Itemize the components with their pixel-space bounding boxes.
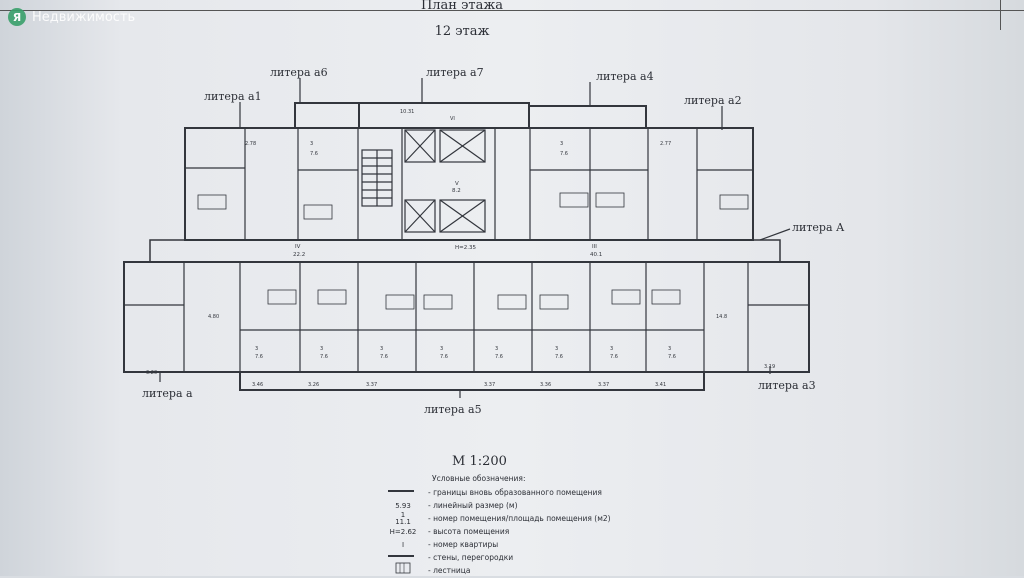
legend-row: - стены, перегородки [428,553,514,563]
svg-text:7.6: 7.6 [320,354,328,360]
svg-text:7.6: 7.6 [310,151,318,157]
floor-label: 12 этаж [434,24,490,39]
svg-text:3: 3 [495,346,498,352]
litera-a-label: литера а [142,387,193,400]
legend-row: I- номер квартиры [401,540,499,550]
legend-row: - лестница [428,566,471,576]
svg-text:7.6: 7.6 [555,354,563,360]
svg-text:3: 3 [255,346,258,352]
svg-text:7.6: 7.6 [495,354,503,360]
svg-text:V: V [455,181,459,187]
svg-text:III: III [592,244,597,250]
svg-text:7.6: 7.6 [668,354,676,360]
svg-text:3: 3 [380,346,383,352]
litera-a1-label: литера а1 [204,90,262,103]
sheet-frame-right [1000,0,1001,30]
svg-text:3.37: 3.37 [598,382,609,388]
svg-text:3.20: 3.20 [146,370,157,376]
svg-text:3: 3 [320,346,323,352]
svg-text:3: 3 [440,346,443,352]
legend-row: - границы вновь образованного помещения [428,488,602,498]
legend-row: H=2.62- высота помещения [389,527,510,537]
sheet-frame-top [0,0,1024,11]
svg-text:3: 3 [610,346,613,352]
litera-a4-label: литера а4 [596,70,654,83]
svg-text:7.6: 7.6 [610,354,618,360]
svg-text:3.41: 3.41 [655,382,666,388]
scale-label: М 1:200 [452,454,507,469]
svg-text:7.6: 7.6 [560,151,568,157]
svg-text:3.26: 3.26 [308,382,319,388]
svg-text:3.46: 3.46 [252,382,263,388]
svg-text:2.77: 2.77 [660,141,671,147]
litera-A-label: литера А [792,221,845,234]
svg-text:2.78: 2.78 [245,141,256,147]
corridor-iv-label: IV [295,244,301,250]
svg-text:4.80: 4.80 [208,314,219,320]
legend-row: 5.93- линейный размер (м) [395,501,518,511]
svg-text:VI: VI [450,116,455,122]
svg-text:7.6: 7.6 [255,354,263,360]
svg-text:8.2: 8.2 [452,188,461,194]
legend-heading: Условные обозначения: [432,474,526,483]
svg-text:3.37: 3.37 [366,382,377,388]
svg-text:3: 3 [310,141,313,147]
svg-text:3.19: 3.19 [764,364,775,370]
watermark-text: Недвижимость [32,9,136,25]
litera-a3-label: литера а3 [758,379,816,392]
watermark-logo-icon: Я [8,8,26,26]
svg-text:H=2.35: H=2.35 [455,245,476,251]
litera-a5-label: литера а5 [424,403,482,416]
svg-text:22.2: 22.2 [293,252,305,258]
svg-text:7.6: 7.6 [380,354,388,360]
svg-text:3: 3 [668,346,671,352]
legend-row: 1 11.1- номер помещения/площадь помещени… [395,511,611,526]
litera-a2-label: литера а2 [684,94,742,107]
svg-text:7.6: 7.6 [440,354,448,360]
legend: Условные обозначения: - границы вновь об… [380,475,640,578]
svg-text:10.31: 10.31 [400,109,414,115]
svg-text:3: 3 [560,141,563,147]
plan-title: План этажа [420,0,504,13]
svg-text:3: 3 [555,346,558,352]
svg-text:40.1: 40.1 [590,252,602,258]
litera-a7-label: литера а7 [426,66,484,79]
svg-text:3.37: 3.37 [484,382,495,388]
svg-text:3.36: 3.36 [540,382,551,388]
watermark: Я Недвижимость [8,8,135,26]
litera-a6-label: литера а6 [270,66,328,79]
svg-text:14.8: 14.8 [716,314,727,320]
